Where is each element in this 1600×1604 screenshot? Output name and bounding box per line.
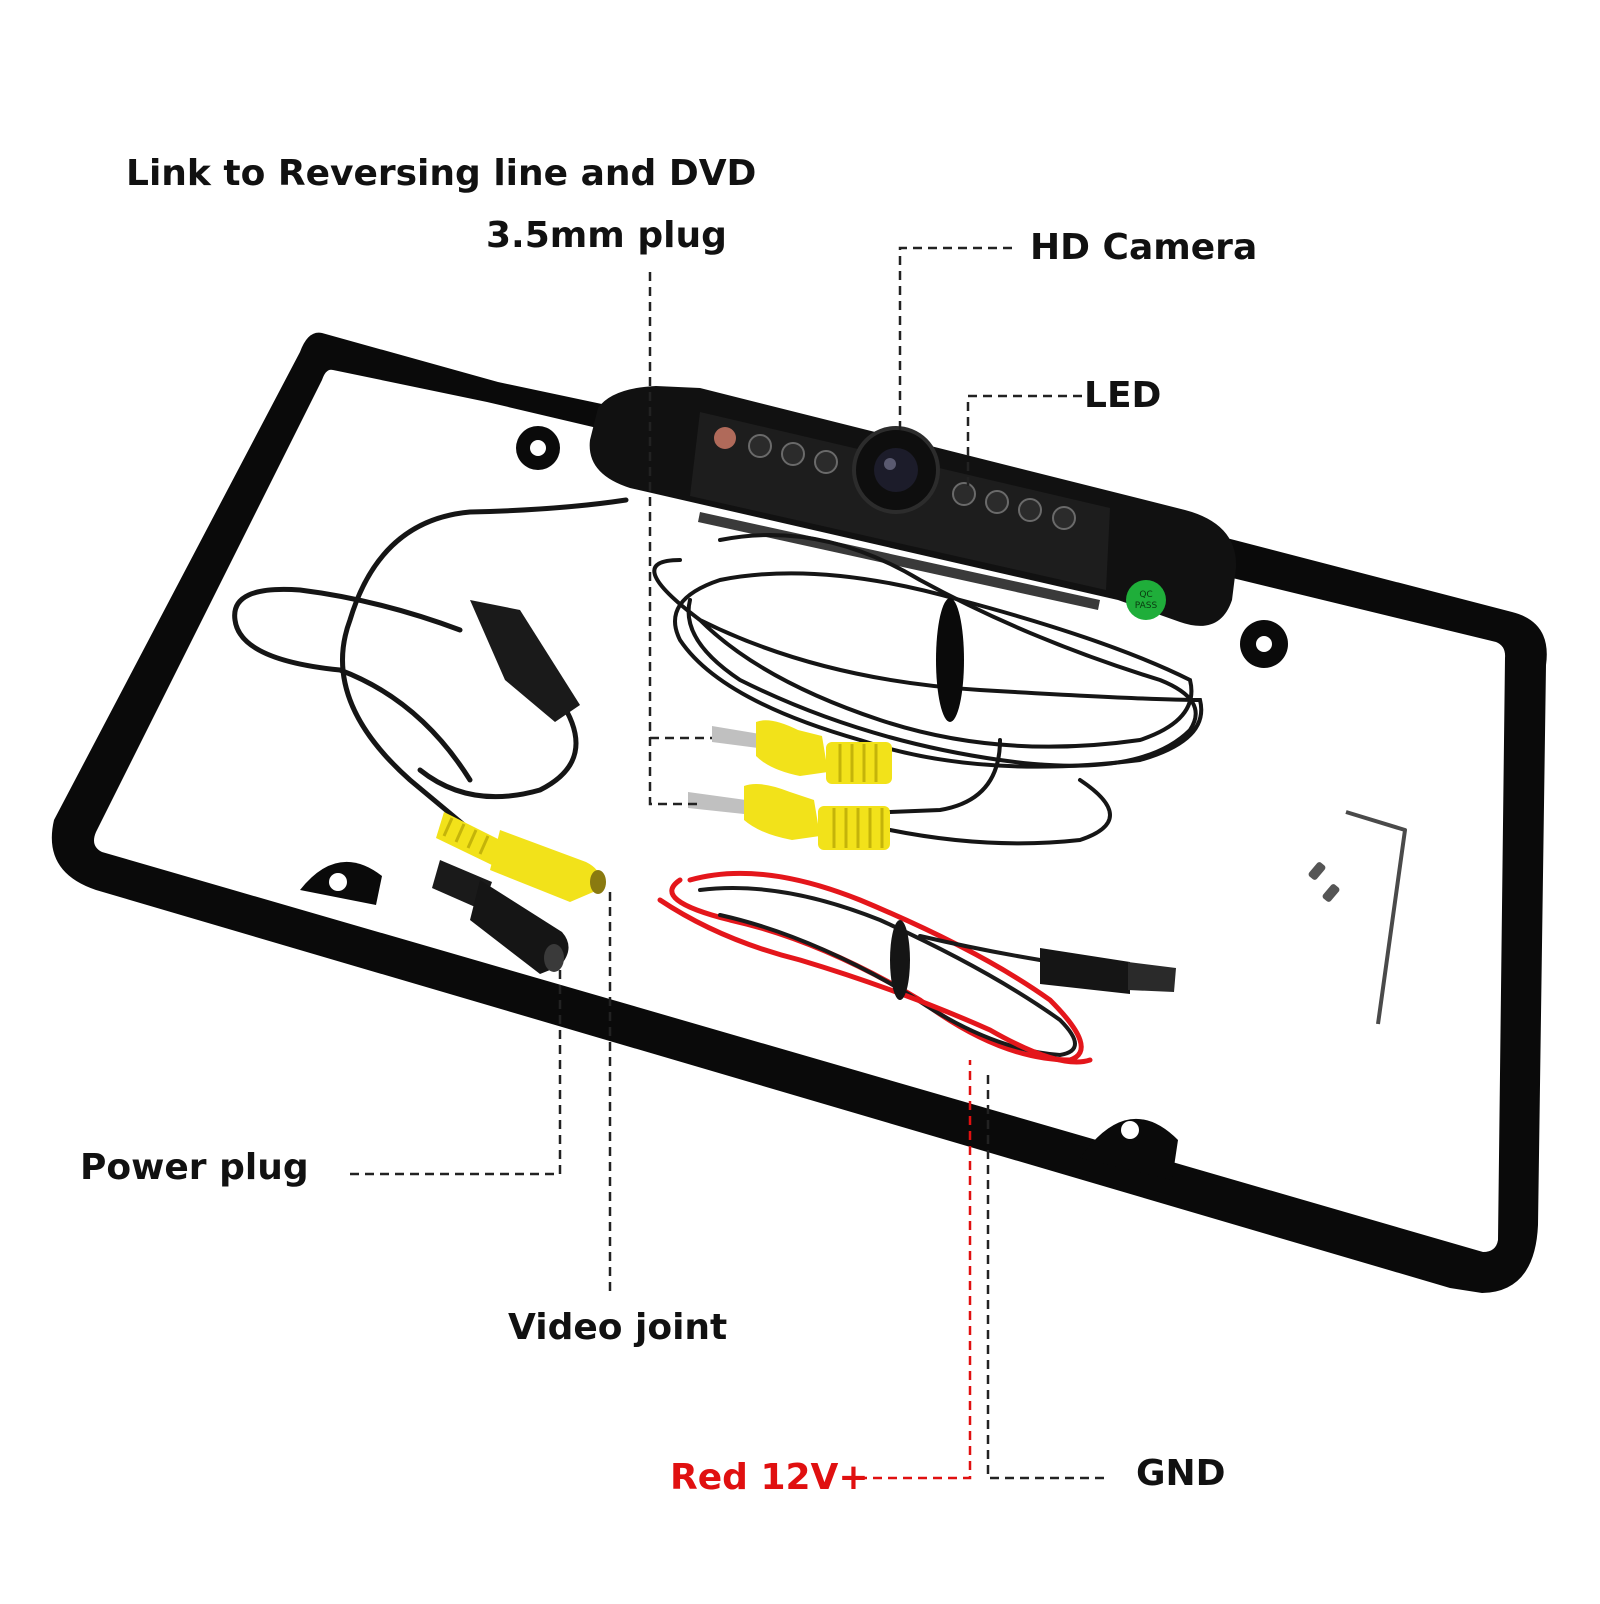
label-red-12v: Red 12V+ bbox=[670, 1457, 869, 1498]
video-joint-connector bbox=[436, 812, 606, 902]
rca-connector-lower bbox=[688, 784, 890, 850]
leader-35mm-plug bbox=[648, 272, 712, 806]
label-power-plug: Power plug bbox=[80, 1147, 309, 1188]
camera-bar: QC PASS bbox=[589, 386, 1237, 626]
label-link-to-reversing: Link to Reversing line and DVD bbox=[126, 153, 757, 194]
label-led: LED bbox=[1084, 375, 1162, 416]
power-wire bbox=[657, 870, 1176, 1065]
leader-hd-camera bbox=[898, 246, 1012, 432]
badge-line-2: PASS bbox=[1135, 601, 1158, 611]
rca-connectors bbox=[432, 720, 892, 974]
qc-pass-badge: QC PASS bbox=[1126, 580, 1166, 620]
leader-red-12v bbox=[858, 1060, 972, 1480]
cable-bundle bbox=[232, 497, 1204, 846]
camera-lens bbox=[852, 426, 940, 514]
label-gnd: GND bbox=[1136, 1453, 1226, 1494]
led-array-right bbox=[952, 482, 1076, 530]
label-video-joint: Video joint bbox=[508, 1307, 728, 1348]
leader-power-plug bbox=[350, 970, 562, 1176]
power-plug-connector bbox=[432, 860, 569, 974]
rca-connector-upper bbox=[712, 720, 892, 784]
leader-led bbox=[966, 394, 1082, 492]
license-plate-frame bbox=[51, 332, 1547, 1293]
label-35mm-plug: 3.5mm plug bbox=[486, 215, 727, 256]
label-hd-camera: HD Camera bbox=[1030, 227, 1258, 268]
screws bbox=[1308, 862, 1340, 902]
badge-line-1: QC bbox=[1139, 590, 1152, 600]
led-array-left bbox=[714, 427, 838, 474]
allen-key bbox=[1345, 810, 1407, 1025]
leader-gnd bbox=[986, 1074, 1104, 1480]
leader-lines bbox=[350, 246, 1104, 1480]
